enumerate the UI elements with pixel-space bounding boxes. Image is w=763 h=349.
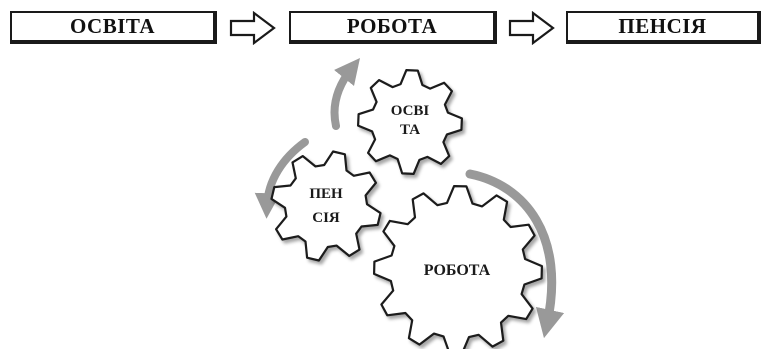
- flow-arrow-icon: [508, 11, 555, 45]
- gear-education-label-line2: ТА: [400, 122, 420, 138]
- flow-step-education: ОСВІТА: [10, 11, 217, 44]
- gear-pension-label-line2: СІЯ: [312, 210, 340, 226]
- cycle-arrow-top: [330, 58, 360, 130]
- gear-work-label: РОБОТА: [424, 262, 491, 279]
- flow-step-work-label: РОБОТА: [346, 14, 438, 38]
- gear-pension: [270, 150, 382, 262]
- gear-pension-label-line1: ПЕН: [309, 186, 343, 202]
- flow-step-pension-label: ПЕНСІЯ: [618, 14, 707, 38]
- flow-step-education-label: ОСВІТА: [69, 14, 156, 38]
- flow-step-pension: ПЕНСІЯ: [566, 11, 761, 44]
- flow-step-work: РОБОТА: [289, 11, 497, 44]
- flow-arrow-icon: [229, 11, 276, 45]
- gear-education: [357, 69, 463, 175]
- cycle-arrow-left: [254, 138, 309, 219]
- gear-work: [373, 185, 543, 349]
- gear-education-label-line1: ОСВІ: [391, 103, 430, 119]
- cycle-arrow-right: [465, 169, 565, 339]
